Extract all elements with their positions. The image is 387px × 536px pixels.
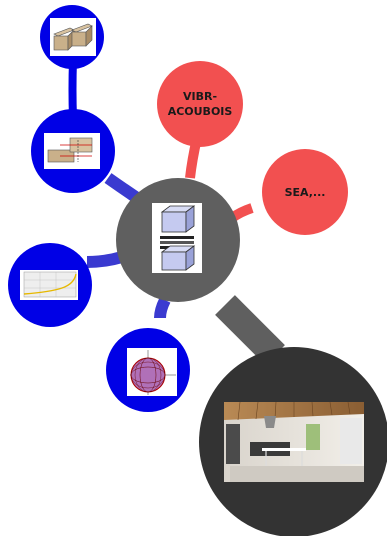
room-photo-node[interactable] [199,347,387,536]
vibr-label-line1: VIBR- [183,90,217,103]
vibr-label-line2: ACOUBOIS [168,105,233,118]
interior-photo-icon [224,401,364,482]
sea-node[interactable]: SEA,... [262,149,348,235]
vibr-acoubois-node[interactable]: VIBR- ACOUBOIS [157,61,243,147]
wood-blocks-node[interactable] [40,5,104,69]
wood-joint-node[interactable] [31,109,115,193]
wood-joint-icon [44,133,100,169]
curve-graph-icon [20,270,78,300]
vibration-isolator-icon [152,203,202,273]
graph-node[interactable] [8,243,92,327]
radiation-sphere-icon [127,348,177,396]
sea-label: SEA,... [285,186,326,199]
wood-blocks-icon [50,18,96,56]
sphere-node[interactable] [106,328,190,412]
center-node[interactable] [116,178,240,302]
